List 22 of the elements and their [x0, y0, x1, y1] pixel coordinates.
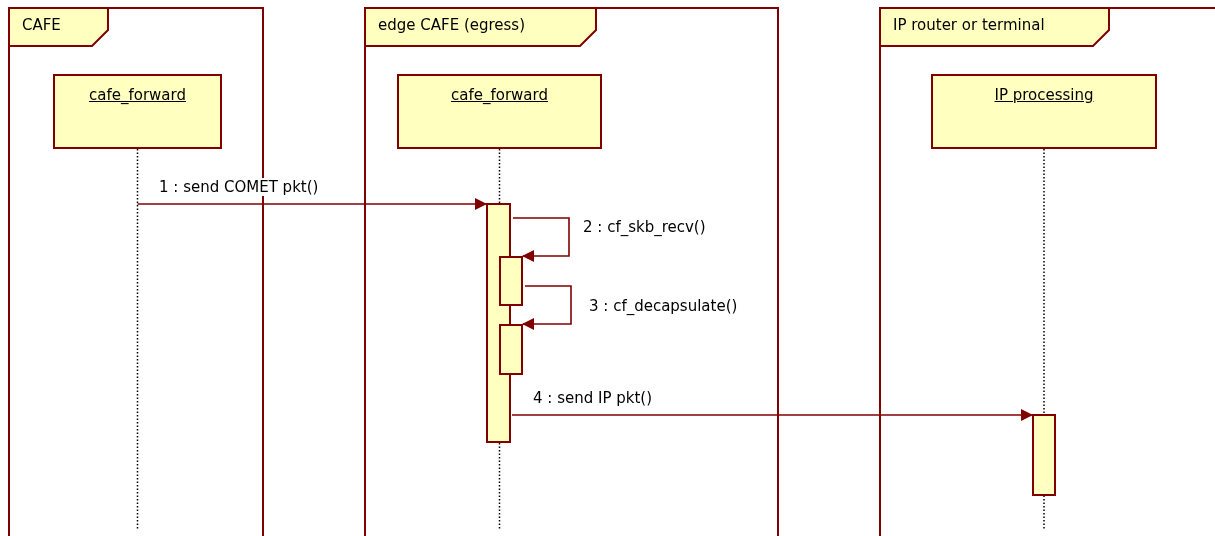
message-label: 4 : send IP pkt()	[532, 389, 653, 407]
frame-box	[364, 7, 779, 536]
frame-title: IP router or terminal	[893, 16, 1045, 34]
message-arrow	[511, 409, 1033, 421]
message-arrow	[136, 198, 487, 210]
activation-bar	[499, 256, 523, 306]
object-name: IP processing	[994, 86, 1094, 104]
object-name: cafe_forward	[89, 86, 186, 104]
activation-bar	[1032, 414, 1056, 496]
activation-bar	[499, 324, 523, 375]
message-arrow	[522, 285, 572, 330]
lifeline-box	[53, 74, 222, 149]
frame-title: edge CAFE (egress)	[378, 16, 526, 34]
message-label: 3 : cf_decapsulate()	[588, 297, 739, 315]
frame-box	[879, 7, 1215, 536]
message-label: 2 : cf_skb_recv()	[582, 218, 707, 236]
lifeline-box	[397, 74, 602, 149]
object-name: cafe_forward	[451, 86, 548, 104]
lifeline-box	[931, 74, 1157, 149]
message-label: 1 : send COMET pkt()	[158, 178, 320, 196]
frame-title: CAFE	[22, 16, 61, 34]
message-arrow	[512, 217, 570, 262]
